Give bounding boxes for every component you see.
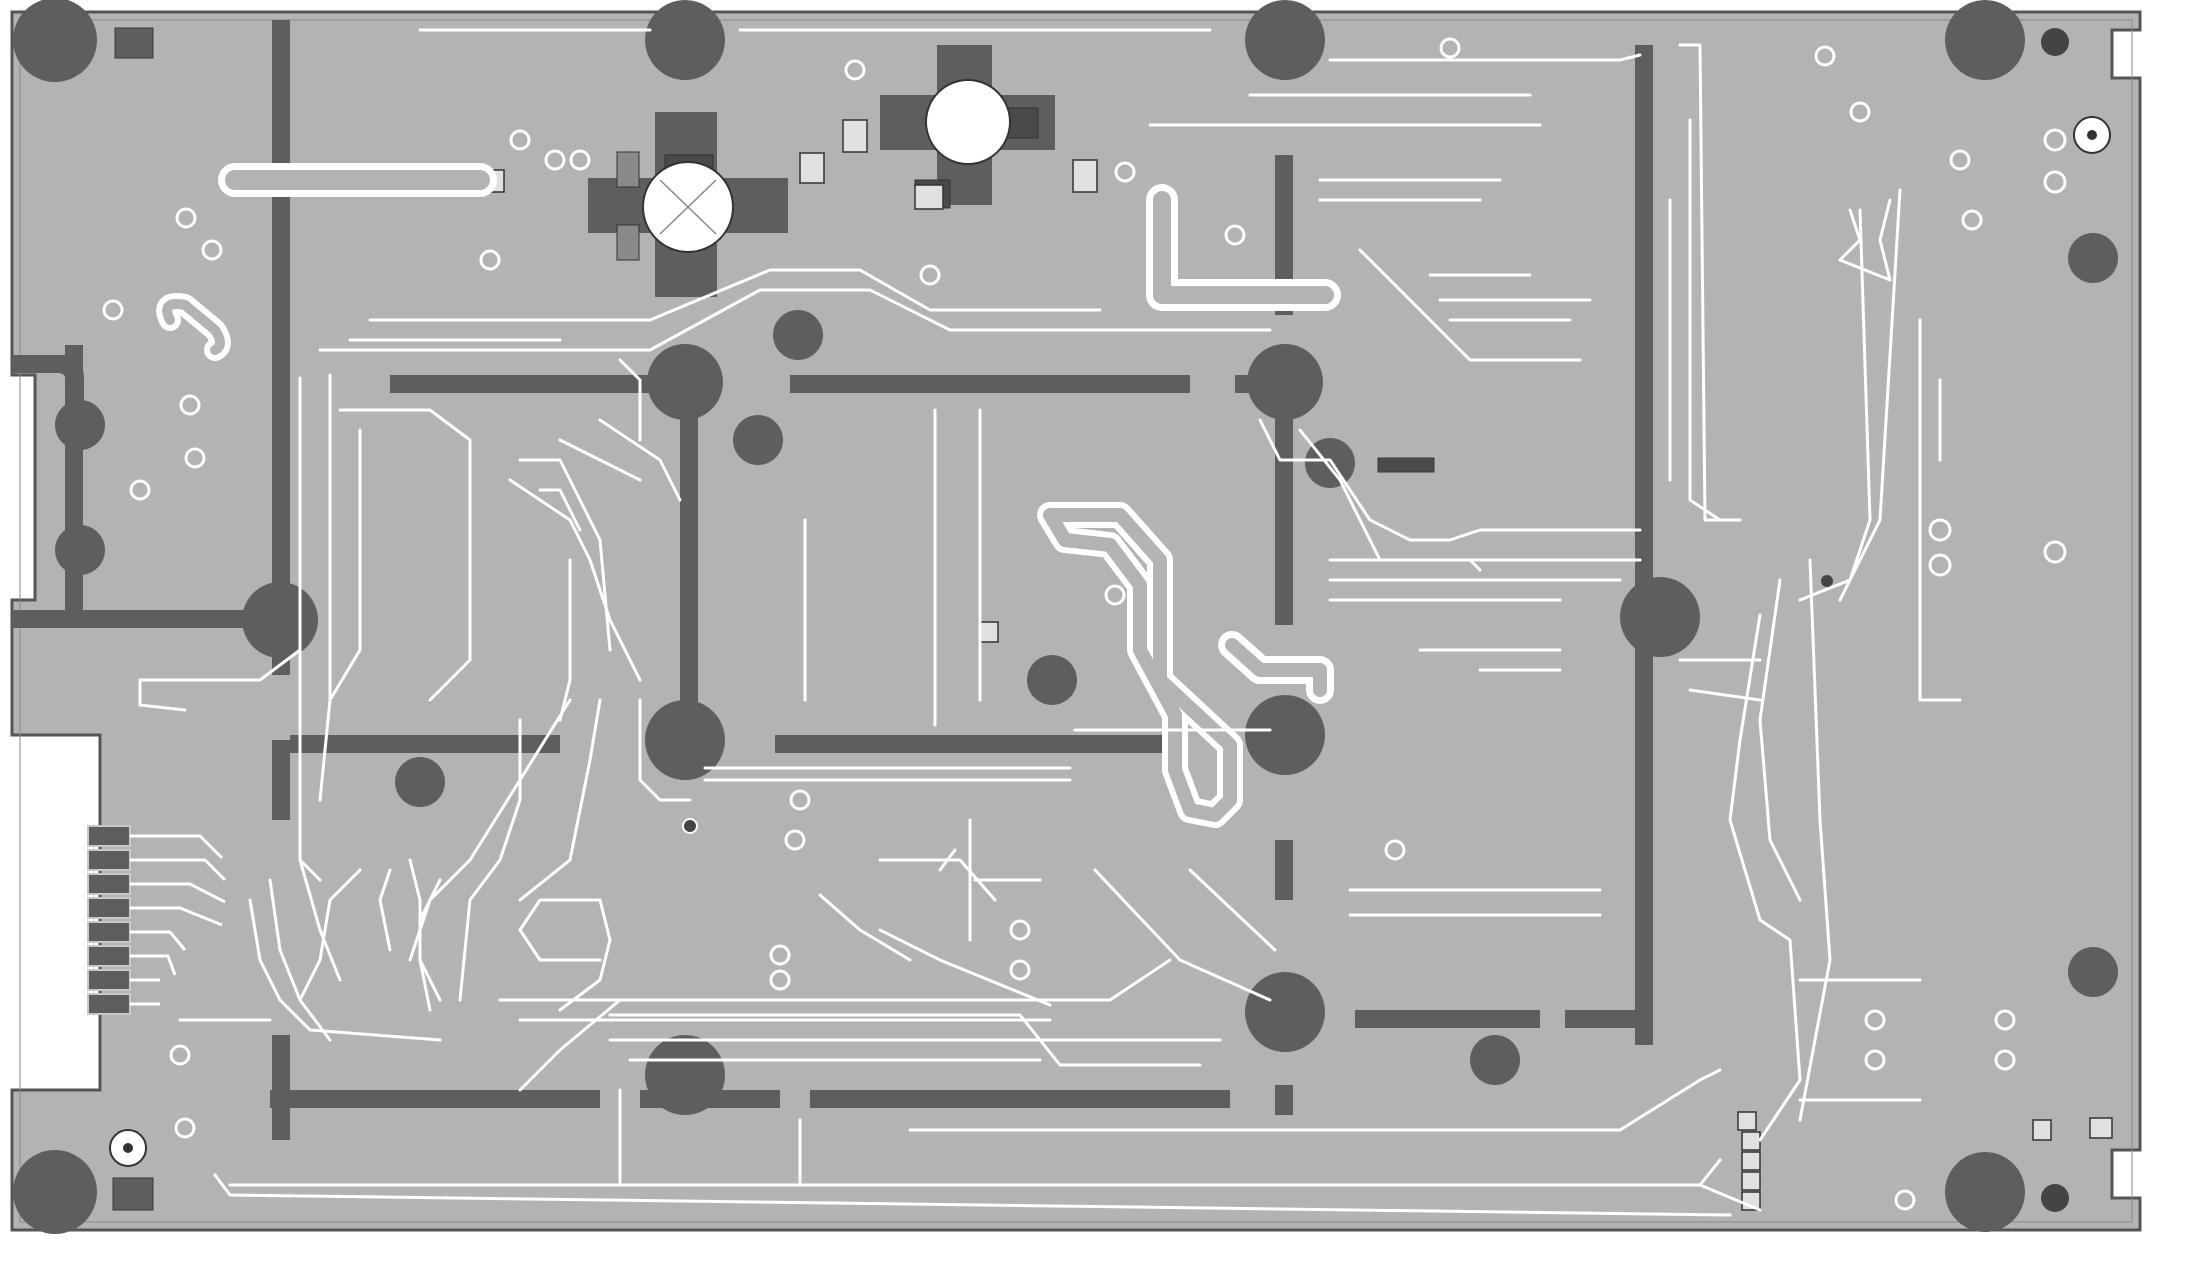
pcb-layer-view bbox=[0, 0, 2192, 1287]
